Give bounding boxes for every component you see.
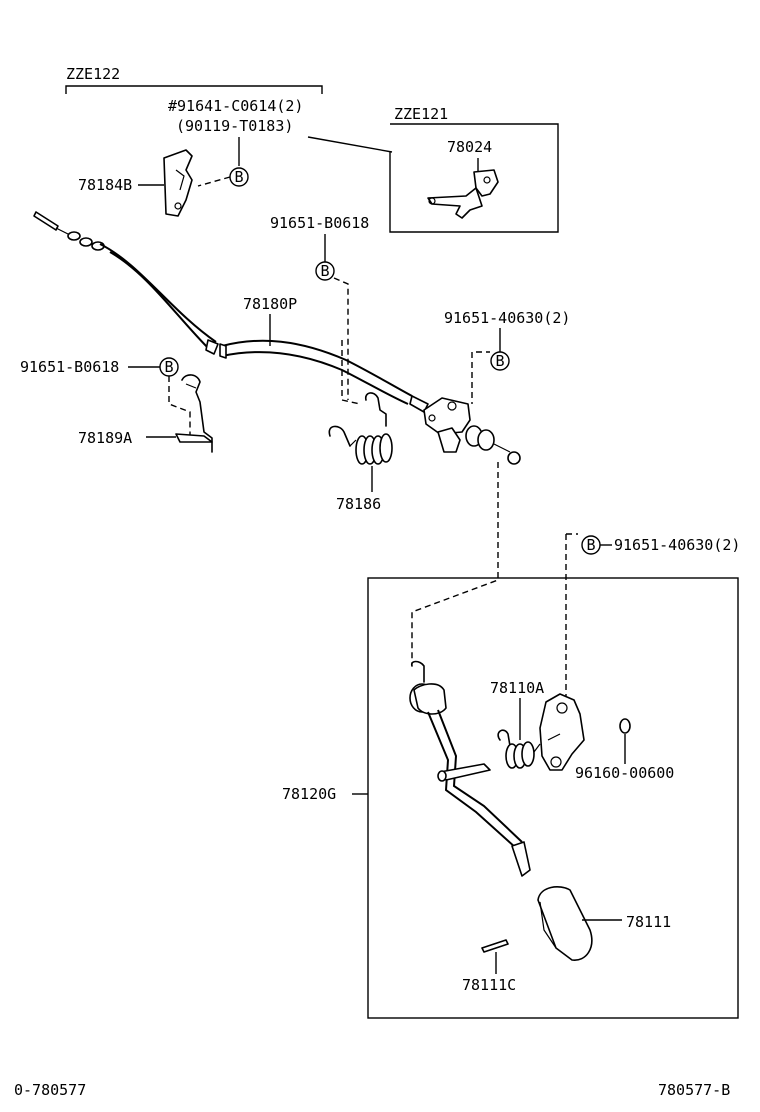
bolt-90119-label: (90119-T0183) — [176, 117, 293, 135]
zze122-label: ZZE122 — [66, 65, 120, 83]
bolt-91651-40630-lower-label: 91651-40630(2) — [614, 536, 740, 554]
callout-b-letter: B — [586, 536, 595, 554]
callout-b-letter: B — [495, 352, 504, 370]
spring-78110a — [497, 729, 541, 769]
dash-clip-left — [168, 376, 191, 436]
callout-b-top: B — [229, 167, 249, 187]
dash-clip-top-2 — [341, 340, 361, 405]
pedal-pad-78111 — [537, 886, 593, 961]
dash-b-top — [197, 176, 231, 187]
pedal-arm-78120g — [409, 660, 531, 877]
zze121-label: ZZE121 — [394, 105, 448, 123]
bracket-78024 — [427, 169, 499, 219]
bracket-78184b — [163, 149, 193, 217]
zze121-box — [389, 123, 559, 233]
nut-96160-label: 96160-00600 — [575, 764, 674, 782]
callout-b-clip-top: B — [315, 261, 335, 281]
callout-b-letter: B — [164, 358, 173, 376]
pin-78111c — [481, 939, 509, 953]
zze122-bracket-line — [65, 85, 323, 94]
part-78110a-label: 78110A — [490, 679, 544, 697]
spring-78186 — [328, 392, 393, 465]
dash-cable-to-pedal — [411, 462, 499, 664]
pedal-bracket — [539, 693, 585, 771]
part-78184b-label: 78184B — [78, 176, 132, 194]
part-78111-label: 78111 — [626, 913, 671, 931]
bolt-91651-40630-top-label: 91651-40630(2) — [444, 309, 570, 327]
callout-b-letter: B — [234, 168, 243, 186]
part-78111c-label: 78111C — [462, 976, 516, 994]
callout-b-bolt-lower: B — [581, 535, 601, 555]
clip-91651-b0618-top-label: 91651-B0618 — [270, 214, 369, 232]
callout-b-clip-left: B — [159, 357, 179, 377]
callout-b-bolt-top: B — [490, 351, 510, 371]
clip-91651-b0618-left-label: 91651-B0618 — [20, 358, 119, 376]
callout-b-letter: B — [320, 262, 329, 280]
dash-clip-top — [333, 277, 349, 400]
footer-right-code: 780577-B — [658, 1081, 730, 1099]
footer-left-code: 0-780577 — [14, 1081, 86, 1099]
part-78180p-label: 78180P — [243, 295, 297, 313]
leader-to-zze121 — [307, 136, 393, 153]
part-78120g-label: 78120G — [282, 785, 336, 803]
clip-78189a — [175, 374, 213, 453]
pedal-assembly-box — [367, 577, 739, 1019]
part-78186-label: 78186 — [336, 495, 381, 513]
nut-96160 — [619, 718, 631, 734]
part-78024-label: 78024 — [447, 138, 492, 156]
bolt-91641-label: #91641-C0614(2) — [168, 97, 303, 115]
cable-end-bracket — [409, 395, 521, 465]
part-78189a-label: 78189A — [78, 429, 132, 447]
cable-78180p — [33, 211, 413, 405]
